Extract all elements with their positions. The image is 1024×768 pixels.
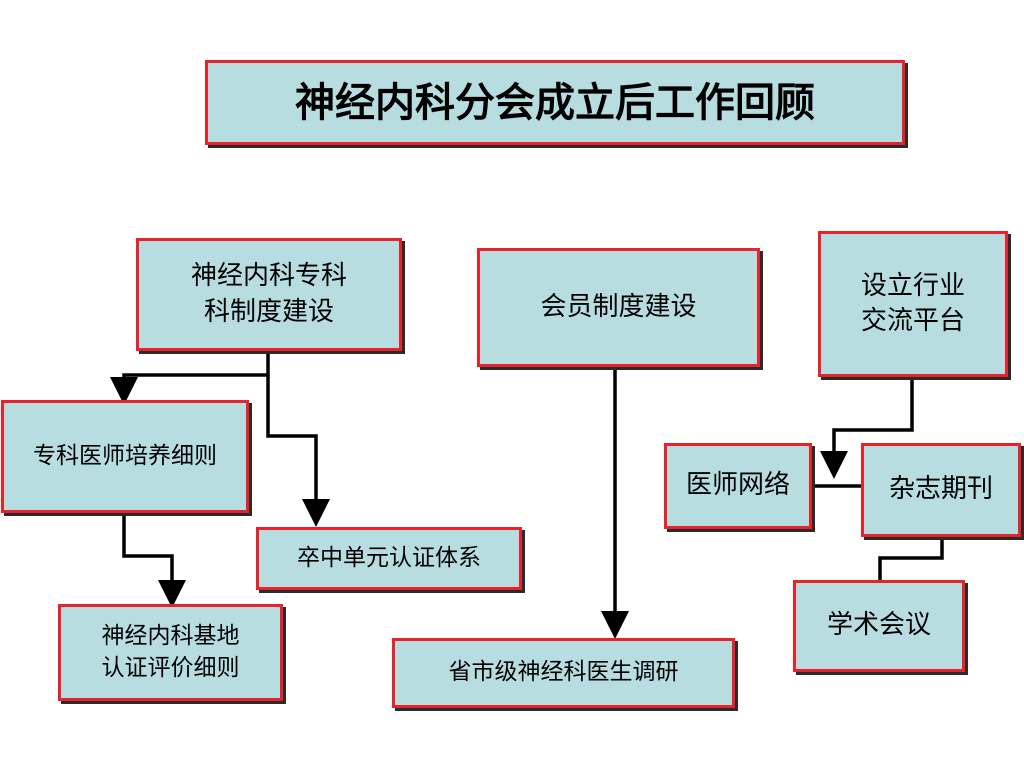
node-stroke-certification: 卒中单元认证体系	[256, 527, 522, 590]
node-exchange-platform: 设立行业 交流平台	[818, 231, 1008, 377]
node-physician-training: 专科医师培养细则	[1, 400, 249, 513]
node-academic-meeting: 学术会议	[793, 580, 965, 672]
page-title: 神经内科分会成立后工作回顾	[295, 78, 815, 126]
line-journal-to-meeting	[878, 538, 944, 580]
node-base-certification: 神经内科基地 认证评价细则	[58, 604, 283, 701]
node-journal: 杂志期刊	[861, 443, 1021, 537]
arrow-specialty-to-training	[110, 352, 270, 405]
node-survey: 省市级神经科医生调研	[392, 638, 735, 708]
node-specialty-system: 神经内科专科 科制度建设	[136, 238, 402, 351]
arrow-platform-to-network	[820, 378, 914, 479]
node-physician-network: 医师网络	[664, 443, 812, 529]
node-member-system: 会员制度建设	[477, 248, 760, 367]
arrow-training-to-base	[122, 514, 186, 608]
arrow-specialty-to-stroke	[266, 375, 330, 527]
title-box: 神经内科分会成立后工作回顾	[205, 60, 905, 145]
